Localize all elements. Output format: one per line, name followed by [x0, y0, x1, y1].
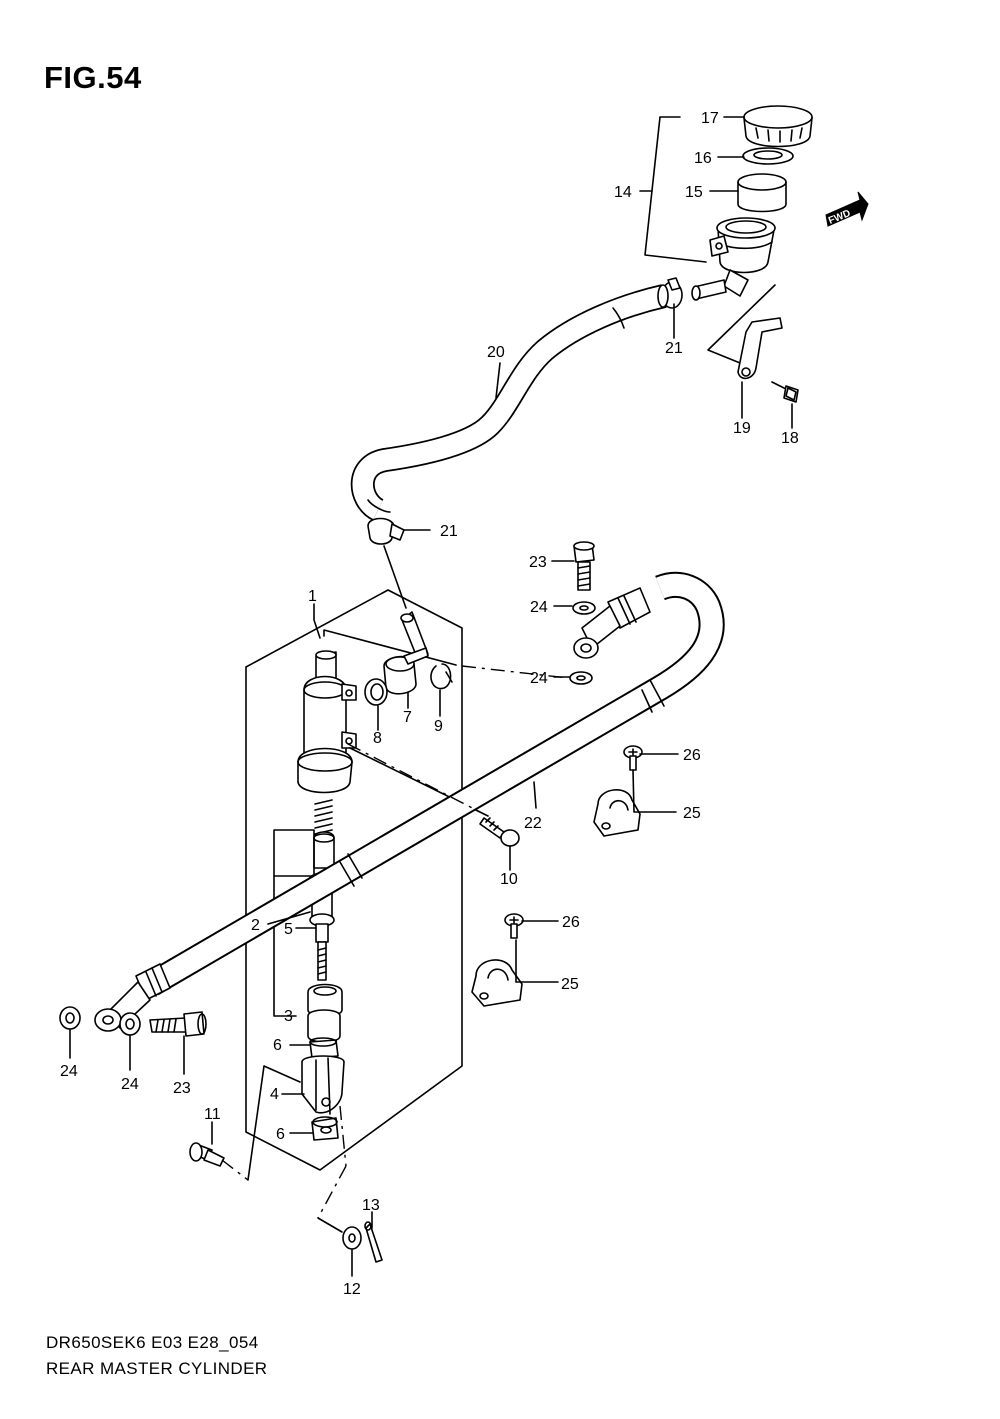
callout-20: 20	[487, 344, 505, 361]
callout-24-d: 24	[121, 1076, 139, 1093]
washer-24-upper-a[interactable]	[572, 601, 596, 615]
callout-23-lower: 23	[173, 1080, 191, 1097]
callout-24-c: 24	[60, 1063, 78, 1080]
callout-17: 17	[701, 110, 719, 127]
figure-title: FIG.54	[44, 60, 142, 95]
model-code: DR650SEK6 E03 E28_054	[46, 1333, 259, 1352]
callout-3: 3	[284, 1008, 293, 1025]
nut-6-upper[interactable]	[309, 1037, 339, 1059]
bolt-18[interactable]	[771, 381, 799, 403]
cotter-pin-13[interactable]	[364, 1221, 383, 1263]
callout-6-lower: 6	[276, 1126, 285, 1143]
callout-23-upper: 23	[529, 554, 547, 571]
union-bolt-23-lower[interactable]	[149, 1011, 207, 1037]
callout-2: 2	[251, 917, 260, 934]
callout-16: 16	[694, 150, 712, 167]
callout-24-a: 24	[530, 599, 548, 616]
callout-9: 9	[434, 718, 443, 735]
diagram-name: REAR MASTER CYLINDER	[46, 1359, 268, 1378]
callout-26-upper: 26	[683, 747, 701, 764]
callout-1: 1	[308, 588, 317, 605]
callout-22: 22	[524, 815, 542, 832]
clevis-pin-11[interactable]	[189, 1142, 225, 1167]
callout-labels: 1 2 3 4 5 6 6 7 8 9 10 11 12 13 14 15 16…	[60, 110, 799, 1298]
bracket-19[interactable]	[737, 317, 783, 380]
callout-10: 10	[500, 871, 518, 888]
callout-24-b: 24	[530, 670, 548, 687]
forward-direction-badge: FWD	[825, 191, 869, 227]
reservoir-assembly[interactable]	[691, 105, 813, 301]
clevis-4[interactable]	[301, 1055, 345, 1115]
callout-5: 5	[284, 921, 293, 938]
master-cylinder-body[interactable]	[297, 650, 357, 794]
washer-24-lower-b[interactable]	[119, 1012, 141, 1036]
callout-26-lower: 26	[562, 914, 580, 931]
screw-26-lower[interactable]	[504, 913, 524, 939]
leader-lines	[69, 116, 793, 1277]
callout-4: 4	[270, 1086, 279, 1103]
circlip-9[interactable]	[430, 663, 453, 690]
brake-hose[interactable]	[94, 571, 725, 1032]
callout-7: 7	[403, 709, 412, 726]
callout-21-lower: 21	[440, 523, 458, 540]
callout-25-upper: 25	[683, 805, 701, 822]
callout-19: 19	[733, 420, 751, 437]
forward-badge-label: FWD	[827, 208, 852, 227]
callout-12: 12	[343, 1281, 361, 1298]
callout-11: 11	[204, 1106, 221, 1123]
screw-26-upper[interactable]	[623, 745, 643, 771]
o-ring-8[interactable]	[364, 678, 388, 706]
callout-8: 8	[373, 730, 382, 747]
callout-15: 15	[685, 184, 703, 201]
union-bolt-23-upper[interactable]	[573, 541, 595, 591]
nut-6-lower[interactable]	[311, 1116, 339, 1141]
hose-clamp-lower[interactable]	[367, 517, 405, 545]
hose-joint-7[interactable]	[383, 647, 429, 695]
callout-18: 18	[781, 430, 799, 447]
hose-clamp-25-lower[interactable]	[471, 959, 523, 1007]
callout-13: 13	[362, 1197, 380, 1214]
washer-24-lower-a[interactable]	[59, 1006, 81, 1030]
washer-24-upper-b[interactable]	[569, 671, 593, 685]
callout-21-upper: 21	[665, 340, 683, 357]
callout-6-upper: 6	[273, 1037, 282, 1054]
hose-clamp-25-upper[interactable]	[593, 789, 641, 837]
washer-12[interactable]	[342, 1226, 362, 1250]
piston-assembly[interactable]	[307, 799, 343, 1043]
callout-14: 14	[614, 184, 632, 201]
reservoir-hose[interactable]	[350, 284, 669, 521]
callout-25-lower: 25	[561, 976, 579, 993]
